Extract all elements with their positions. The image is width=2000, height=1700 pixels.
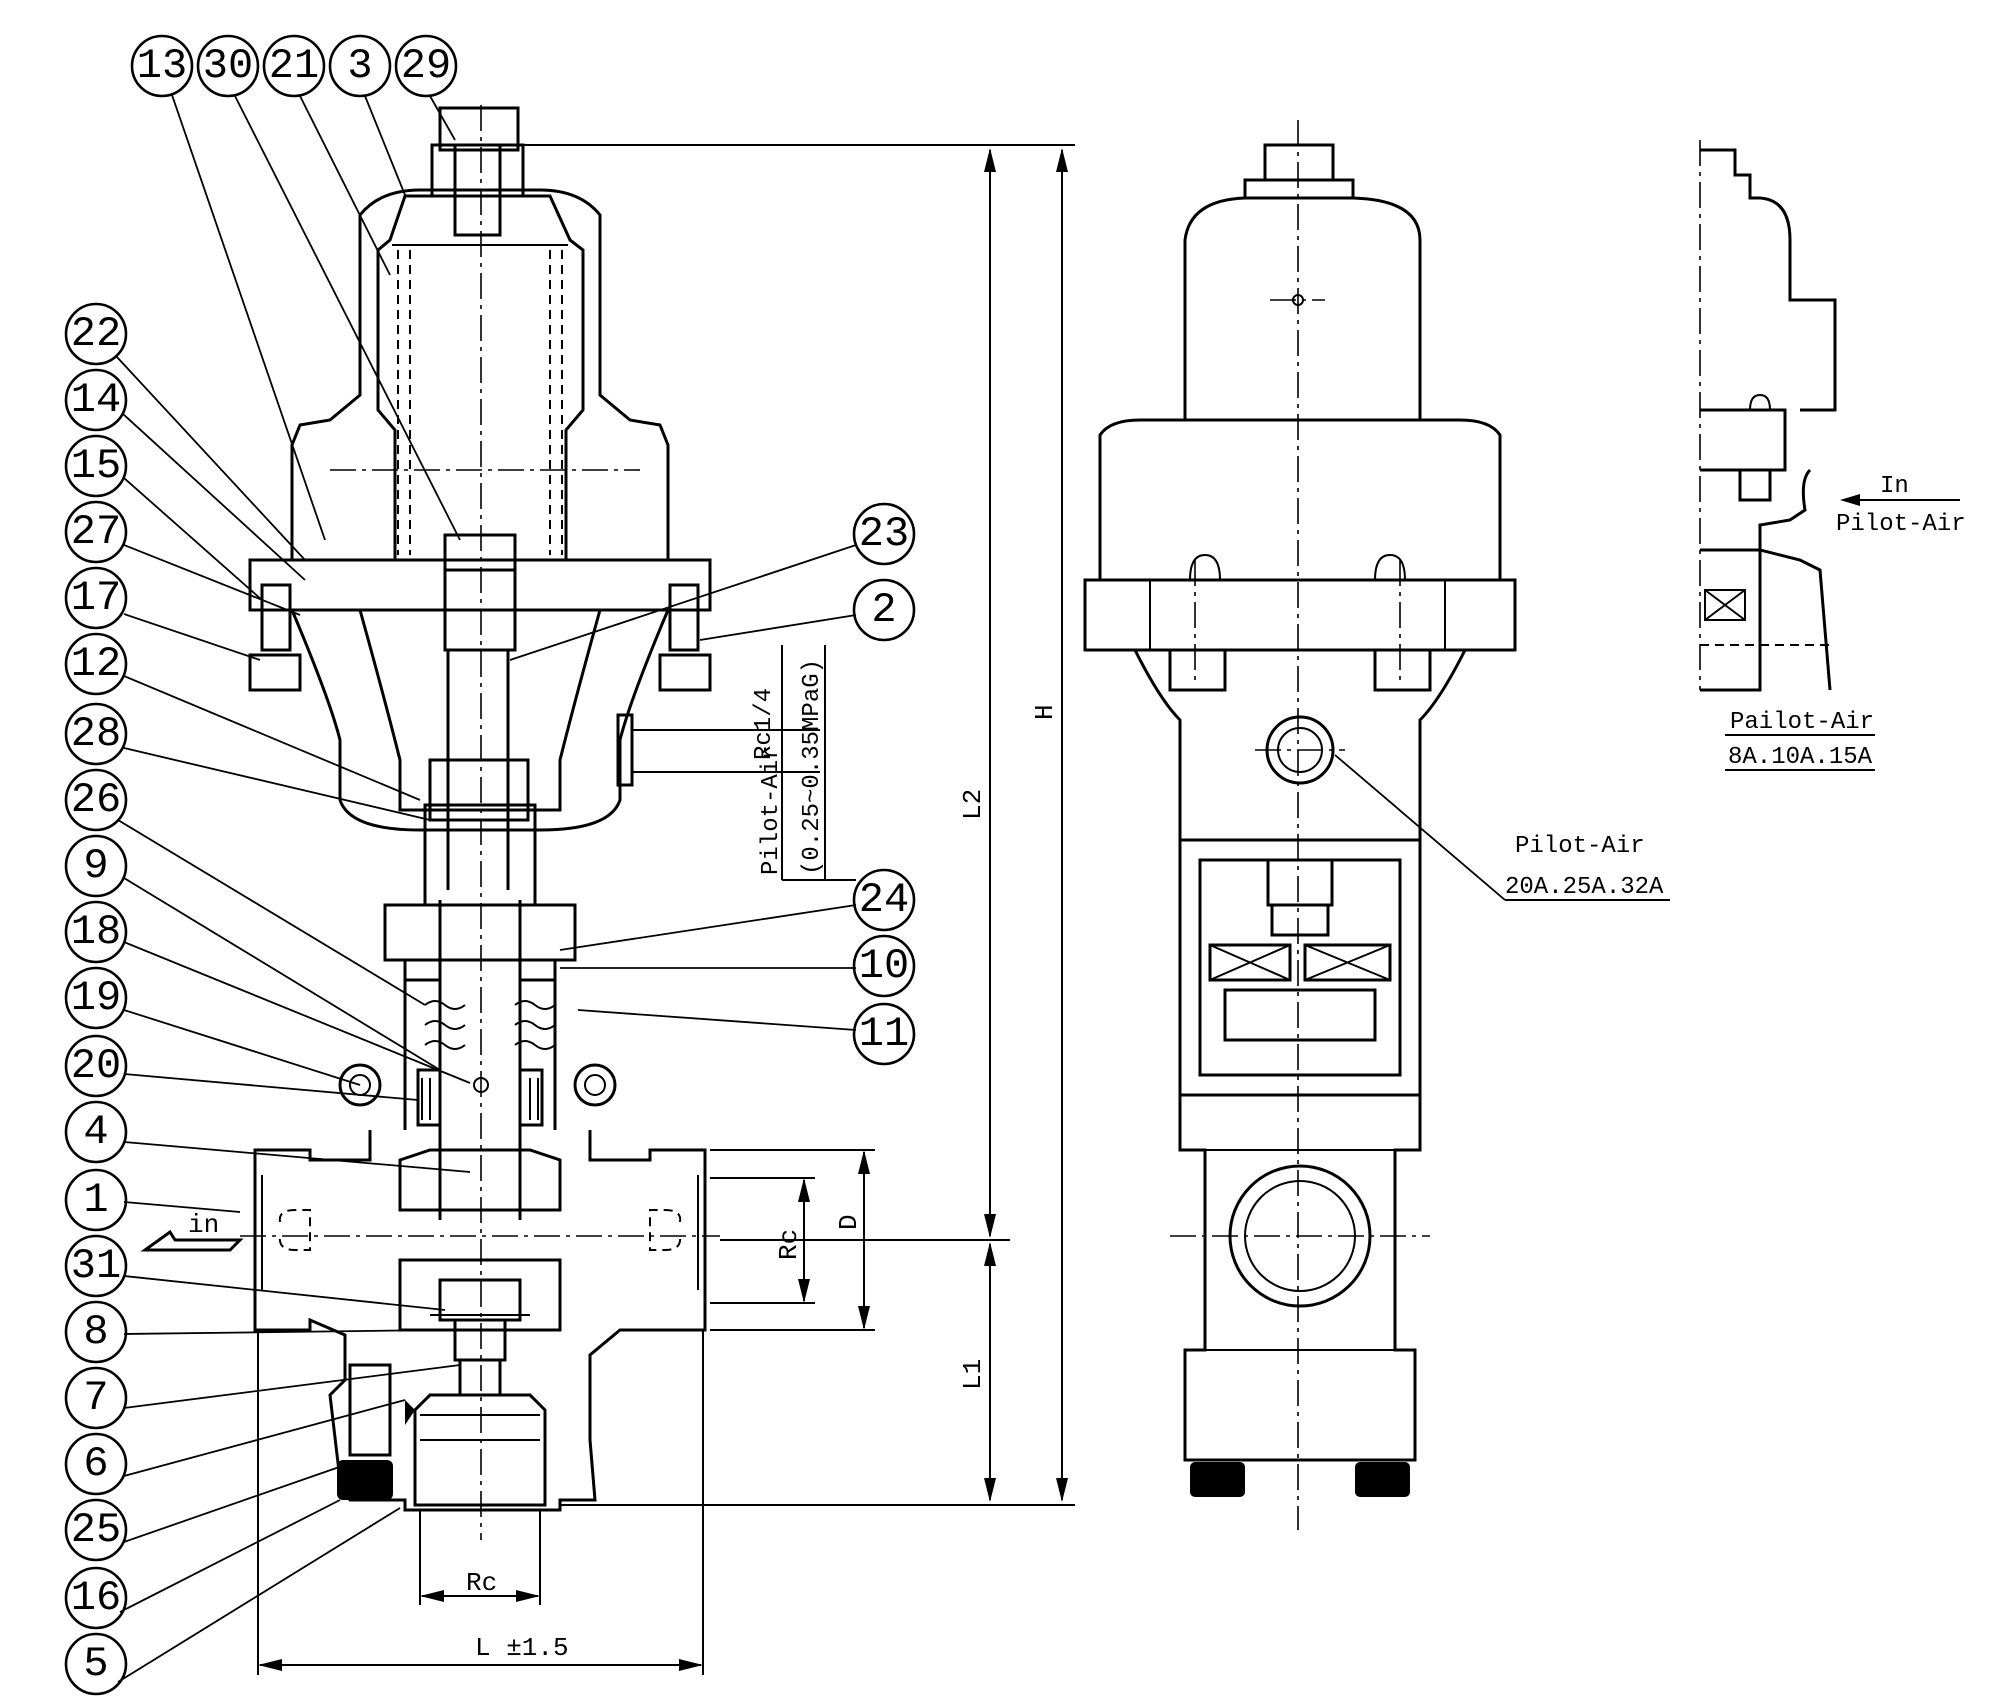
callout-30: 30: [203, 42, 253, 90]
dim-Rc-bottom: Rc: [466, 1568, 497, 1598]
callout-24: 24: [859, 876, 909, 924]
pilot-port-label: Pilot-Air: [758, 745, 785, 875]
callout-8: 8: [83, 1308, 108, 1356]
callout-15: 15: [71, 442, 121, 490]
pilot-air-small-title: Pailot-Air: [1730, 709, 1874, 736]
dim-D: D: [834, 1214, 864, 1230]
callout-4: 4: [83, 1108, 108, 1156]
callout-16: 16: [71, 1574, 121, 1622]
callout-2: 2: [871, 586, 896, 634]
callout-7: 7: [83, 1374, 108, 1422]
callout-3: 3: [347, 42, 372, 90]
pilot-port-size: Rc1/4: [751, 688, 778, 760]
callouts-top: 13 30 21 3 29: [130, 34, 461, 541]
callout-17: 17: [71, 574, 121, 622]
pilot-air-large-title: Pilot-Air: [1515, 833, 1645, 860]
callout-28: 28: [71, 710, 121, 758]
callout-18: 18: [71, 908, 121, 956]
packing-rings: [424, 1000, 556, 1050]
callout-5: 5: [83, 1640, 108, 1688]
callout-1: 1: [83, 1176, 108, 1224]
callout-14: 14: [71, 376, 121, 424]
side-inlet-label: Pilot-Air: [1836, 511, 1966, 538]
dimensions: [257, 144, 1075, 1675]
dim-L1: L1: [958, 1359, 988, 1390]
pilot-port-pressure: (0.25~0.35MPaG): [799, 659, 826, 875]
callout-29: 29: [401, 42, 451, 90]
dim-L2: L2: [958, 789, 988, 820]
callout-25: 25: [71, 1506, 121, 1554]
external-view: [1083, 120, 1670, 1530]
callout-27: 27: [71, 508, 121, 556]
callout-23: 23: [859, 510, 909, 558]
callout-21: 21: [269, 42, 319, 90]
callout-20: 20: [71, 1042, 121, 1090]
dim-H: H: [1030, 704, 1060, 720]
flow-in-label: in: [188, 1210, 219, 1240]
callout-6: 6: [83, 1440, 108, 1488]
callout-11: 11: [859, 1010, 909, 1058]
section-view: [140, 105, 820, 1540]
callout-12: 12: [71, 640, 121, 688]
dim-L: L ±1.5: [475, 1633, 569, 1663]
callout-13: 13: [137, 42, 187, 90]
partial-side-view: [1699, 140, 1960, 692]
pilot-air-large-sizes: 20A.25A.32A: [1505, 874, 1664, 901]
callout-26: 26: [71, 776, 121, 824]
callout-19: 19: [71, 974, 121, 1022]
pilot-air-small-sizes: 8A.10A.15A: [1728, 744, 1873, 771]
callout-10: 10: [859, 942, 909, 990]
callouts-right: 23 2 24 10 11: [509, 502, 916, 1066]
dim-Rc-side: Rc: [774, 1229, 804, 1260]
callout-9: 9: [83, 842, 108, 890]
side-inlet-in: In: [1880, 473, 1909, 500]
callout-22: 22: [71, 310, 121, 358]
callout-31: 31: [71, 1242, 121, 1290]
callouts-left: 22 14 15 27 17 12 28 26 9 18 19 20 4 1 3…: [64, 302, 128, 1696]
